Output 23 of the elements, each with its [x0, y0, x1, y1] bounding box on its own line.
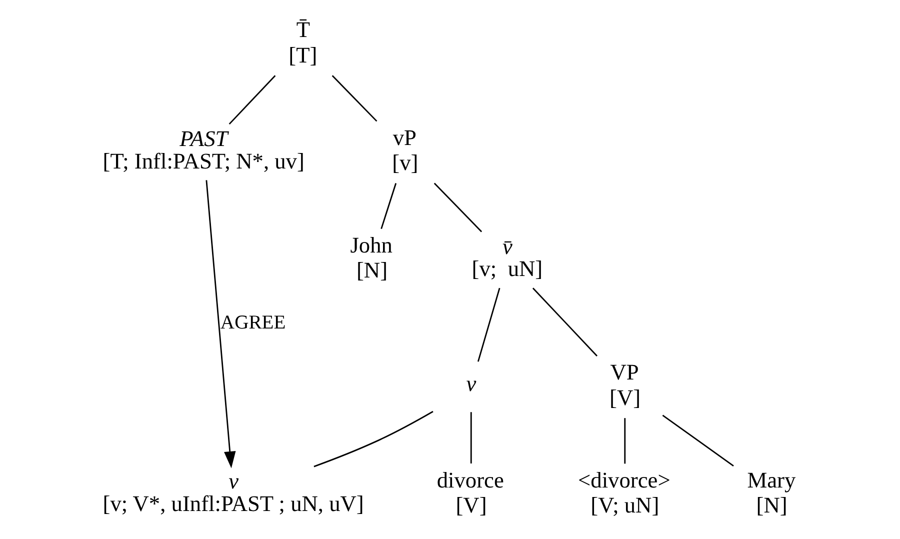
- node-text: PAST [T; Infl:PAST; N*, uv]: [102, 126, 304, 174]
- connector: [313, 410, 433, 468]
- node-text: Mary [N]: [746, 467, 796, 518]
- arrow: [205, 180, 236, 468]
- connector: [380, 183, 396, 230]
- node-text: divorce [V]: [436, 467, 504, 518]
- connector: [476, 288, 500, 362]
- node-text: vP [v]: [392, 124, 418, 175]
- connector: [433, 182, 482, 232]
- node-text: v: [466, 370, 476, 396]
- connector: [470, 412, 472, 464]
- connector: [662, 414, 734, 466]
- node-text: v̄ [v; uN]: [471, 234, 542, 282]
- edge-label: AGREE: [220, 312, 286, 334]
- node-text: T̄ [T]: [288, 17, 317, 68]
- node-text: John [N]: [350, 232, 392, 283]
- connector: [624, 418, 626, 464]
- connector: [532, 288, 597, 356]
- node-text: v [v; V*, uInfl:PAST ; uN, uV]: [102, 468, 364, 516]
- connector: [331, 75, 377, 122]
- node-text: <divorce> [V; uN]: [578, 467, 670, 518]
- connector: [228, 75, 276, 125]
- node-text: VP [V]: [609, 360, 640, 410]
